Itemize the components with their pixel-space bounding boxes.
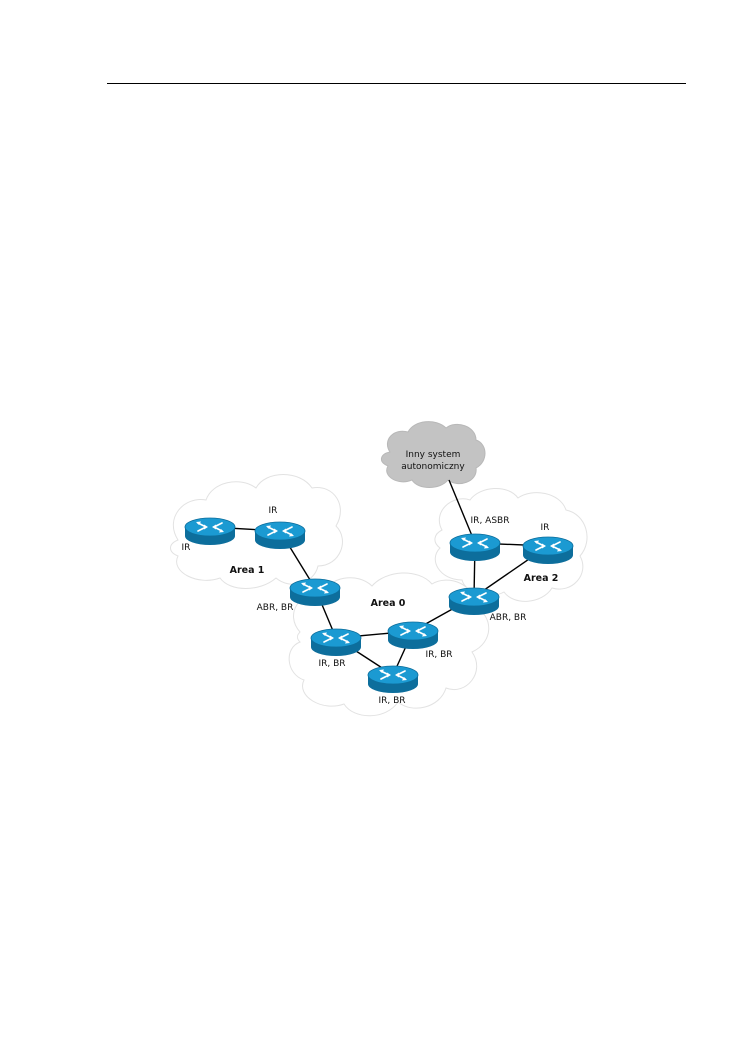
router-label-r5: IR, BR: [425, 650, 452, 660]
area2-label: Area 2: [524, 573, 559, 584]
area0-cloud: [288, 572, 490, 717]
router-icon: [522, 536, 574, 564]
header-rule: [107, 83, 686, 84]
router-label-r9: IR: [541, 523, 550, 533]
router-label-r1: IR: [182, 543, 191, 553]
router-icon: [289, 578, 341, 606]
router-icon: [367, 665, 419, 693]
external-as-line2: autonomiczny: [401, 462, 465, 472]
area1-label: Area 1: [230, 565, 265, 576]
router-label-r3: ABR, BR: [257, 603, 294, 613]
router-label-r6: IR, BR: [378, 696, 405, 706]
router-icon: [254, 521, 306, 549]
external-as-line1: Inny system: [406, 450, 461, 460]
router-label-r2: IR: [269, 506, 278, 516]
link-r8-ext: [448, 479, 476, 544]
routers: [184, 517, 574, 693]
router-icon: [448, 587, 500, 615]
router-label-r8: IR, ASBR: [471, 516, 510, 526]
area0-label: Area 0: [371, 598, 406, 609]
router-icon: [310, 628, 362, 656]
router-label-r4: IR, BR: [318, 659, 345, 669]
router-icon: [184, 517, 236, 545]
router-icon: [449, 533, 501, 561]
router-label-r7: ABR, BR: [490, 613, 527, 623]
router-icon: [387, 621, 439, 649]
external-as-cloud: [381, 421, 486, 488]
